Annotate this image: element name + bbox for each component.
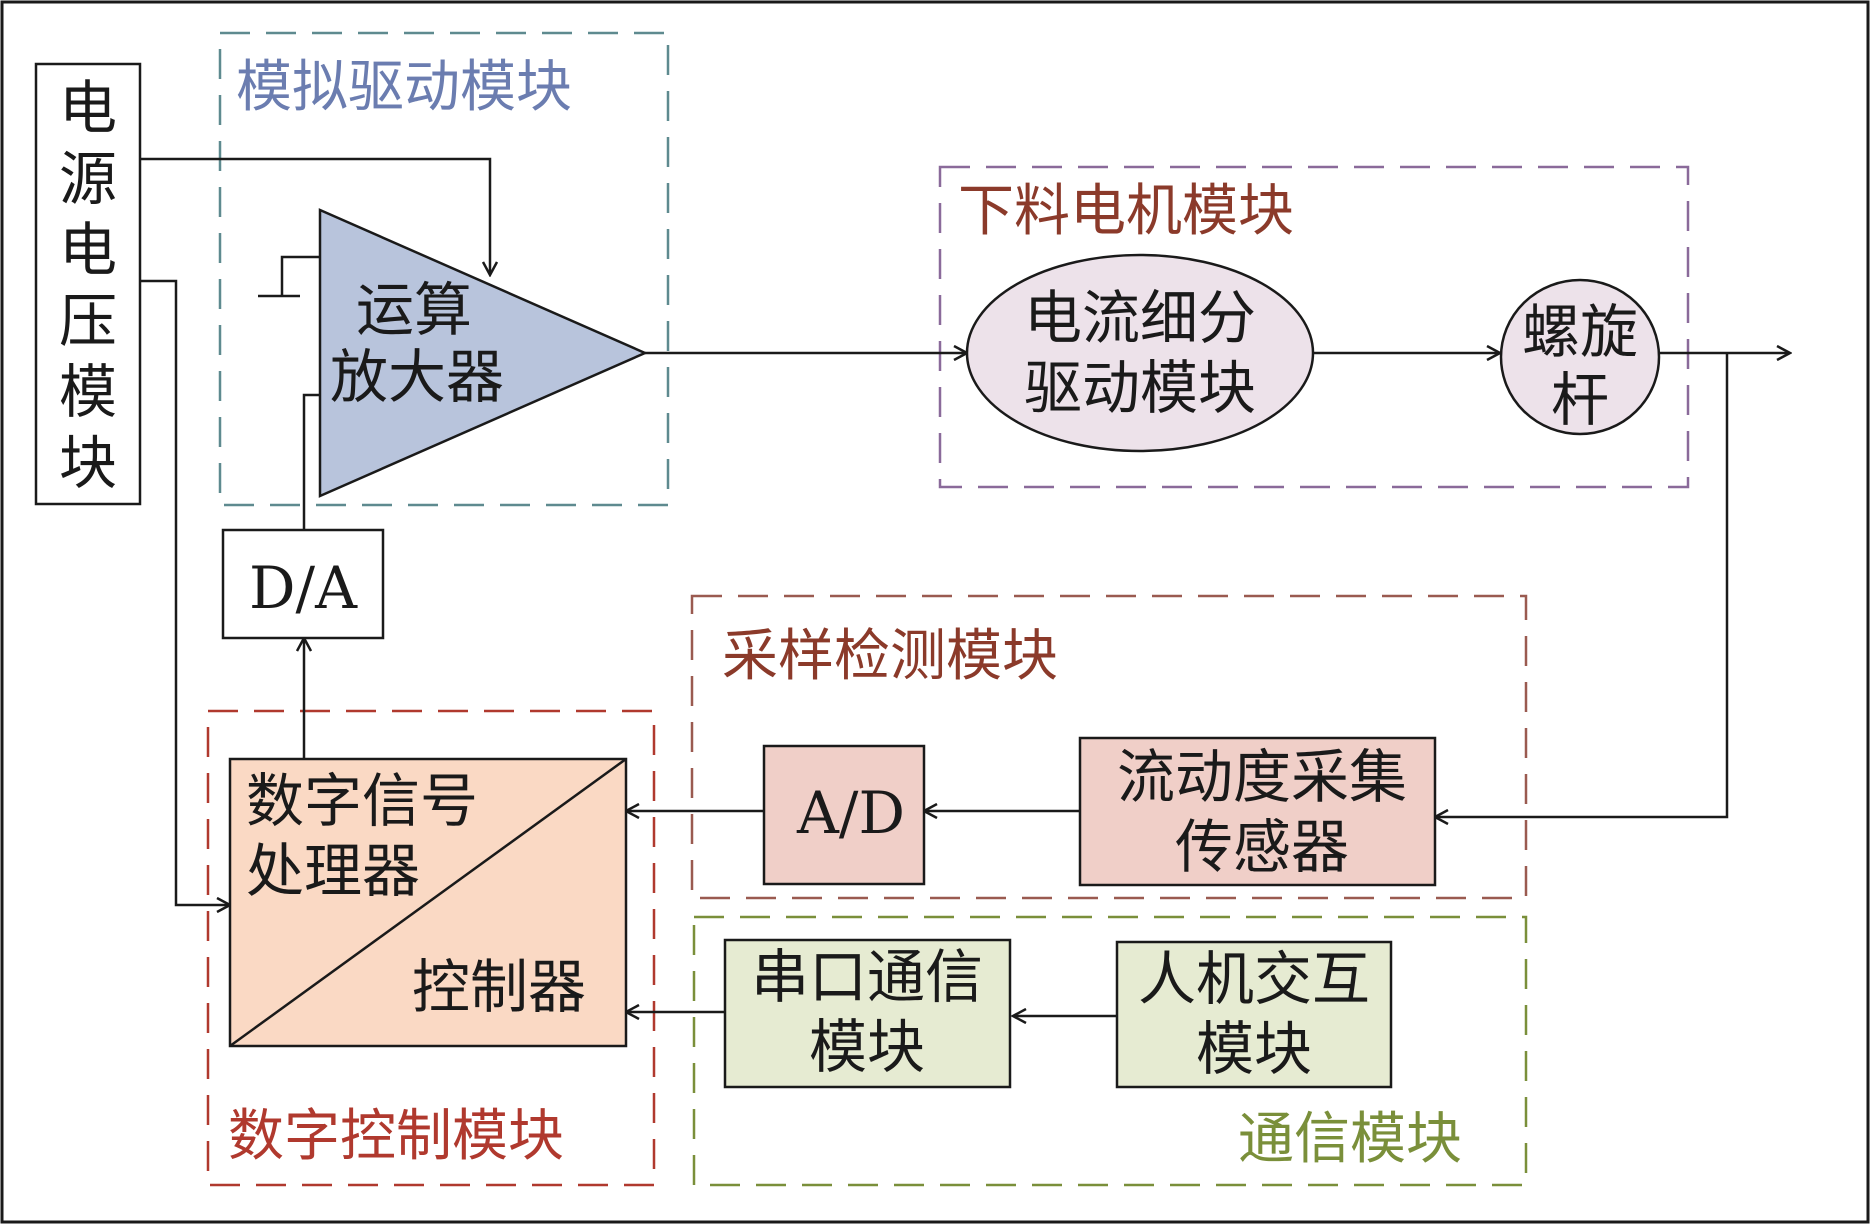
svg-text:电: 电: [59, 216, 117, 284]
digital-control-module-title: 数字控制模块: [228, 1104, 564, 1169]
flow-sensor-block: 流动度采集 传感器: [1078, 736, 1437, 887]
da-converter-block: D/A: [221, 528, 385, 640]
connections: [140, 157, 1790, 1016]
current-subdivision-driver-block: 电流细分 驱动模块: [965, 253, 1315, 453]
communication-module-title: 通信模块: [1238, 1107, 1462, 1172]
dsp-controller-block: 数字信号 处理器 控制器: [228, 757, 628, 1048]
feed-motor-module-border: [938, 165, 1690, 489]
svg-text:电流细分: 电流细分: [1024, 284, 1256, 352]
svg-text:块: 块: [59, 429, 117, 497]
svg-text:模块: 模块: [1196, 1015, 1312, 1083]
svg-text:驱动模块: 驱动模块: [1024, 354, 1256, 422]
serial-communication-block: 串口通信 模块: [723, 938, 1012, 1089]
svg-text:数字信号: 数字信号: [246, 767, 478, 835]
hmi-block: 人机交互 模块: [1115, 940, 1393, 1089]
power-voltage-module: 电 源 电 压 模 块: [34, 62, 142, 506]
svg-text:模块: 模块: [809, 1013, 925, 1081]
feed-motor-module-title: 下料电机模块: [958, 179, 1294, 244]
opamp-block: 运算 放大器: [318, 208, 649, 498]
svg-text:电: 电: [59, 74, 117, 142]
svg-text:源: 源: [59, 145, 117, 213]
screw-rod-block: 螺旋 杆: [1499, 278, 1661, 436]
svg-text:人机交互: 人机交互: [1138, 945, 1370, 1013]
svg-text:D/A: D/A: [249, 554, 358, 622]
analog-drive-module-title: 模拟驱动模块: [236, 55, 572, 120]
sampling-module-border: [690, 594, 1528, 900]
svg-text:杆: 杆: [1551, 366, 1609, 434]
svg-text:传感器: 传感器: [1175, 813, 1349, 881]
svg-text:放大器: 放大器: [330, 343, 504, 411]
svg-text:螺旋: 螺旋: [1522, 298, 1638, 366]
svg-text:模: 模: [59, 358, 117, 426]
svg-text:A/D: A/D: [796, 779, 905, 847]
sampling-module-title: 采样检测模块: [722, 624, 1058, 689]
svg-text:控制器: 控制器: [412, 953, 586, 1021]
svg-text:压: 压: [59, 287, 117, 355]
svg-text:运算: 运算: [356, 276, 472, 344]
svg-text:处理器: 处理器: [246, 837, 420, 905]
ad-converter-block: A/D: [762, 744, 926, 886]
svg-text:流动度采集: 流动度采集: [1117, 743, 1407, 811]
communication-module-border: [692, 915, 1528, 1187]
svg-text:串口通信: 串口通信: [751, 943, 983, 1011]
